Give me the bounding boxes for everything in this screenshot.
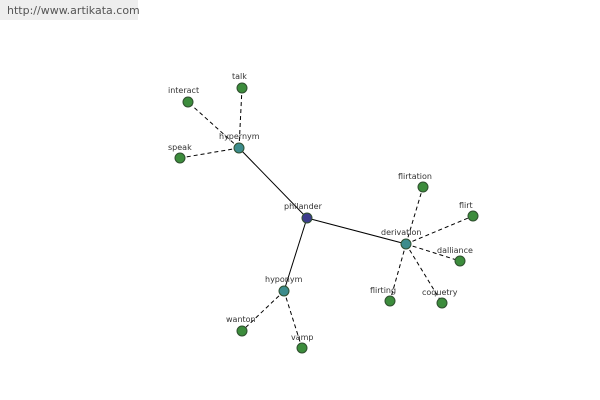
edge-hypernym-interact <box>187 101 240 149</box>
label-interact: interact <box>168 86 199 95</box>
edge-derivation-dalliance <box>405 243 461 262</box>
label-center: philander <box>284 202 323 211</box>
edge-derivation-flirt <box>405 215 474 245</box>
label-speak: speak <box>168 143 192 152</box>
node-wanton[interactable] <box>236 325 248 337</box>
node-flirting[interactable] <box>384 295 396 307</box>
node-flirtation[interactable] <box>417 181 429 193</box>
edge-hypernym-talk <box>238 87 243 149</box>
label-talk: talk <box>232 72 247 81</box>
url-banner: http://www.artikata.com <box>0 0 140 20</box>
label-dalliance: dalliance <box>437 246 473 255</box>
label-derivation: derivation <box>381 228 421 237</box>
label-hypernym: hypernym <box>219 132 260 141</box>
node-talk[interactable] <box>236 82 248 94</box>
node-coquetry[interactable] <box>436 297 448 309</box>
node-vamp[interactable] <box>296 342 308 354</box>
label-coquetry: coquetry <box>422 288 458 297</box>
label-flirting: flirting <box>370 286 396 295</box>
edge-hyponym-wanton <box>241 290 285 332</box>
label-wanton: wanton <box>226 315 256 324</box>
edge-derivation-flirting <box>389 243 407 302</box>
edge-center-derivation <box>306 217 407 245</box>
label-hyponym: hyponym <box>265 275 303 284</box>
label-flirt: flirt <box>459 201 473 210</box>
node-interact[interactable] <box>182 96 194 108</box>
label-flirtation: flirtation <box>398 172 432 181</box>
edge-derivation-coquetry <box>405 243 443 304</box>
label-vamp: vamp <box>291 333 314 342</box>
node-speak[interactable] <box>174 152 186 164</box>
node-hyponym[interactable] <box>278 285 290 297</box>
edge-center-hyponym <box>283 217 308 292</box>
edge-hypernym-speak <box>179 147 240 159</box>
node-dalliance[interactable] <box>454 255 466 267</box>
node-flirt[interactable] <box>467 210 479 222</box>
edge-center-hypernym <box>238 147 308 219</box>
node-derivation[interactable] <box>400 238 412 250</box>
site-url-link[interactable]: http://www.artikata.com <box>7 4 140 17</box>
edge-derivation-flirtation <box>405 186 424 245</box>
edge-hyponym-vamp <box>283 290 303 349</box>
node-hypernym[interactable] <box>233 142 245 154</box>
node-center[interactable] <box>301 212 313 224</box>
